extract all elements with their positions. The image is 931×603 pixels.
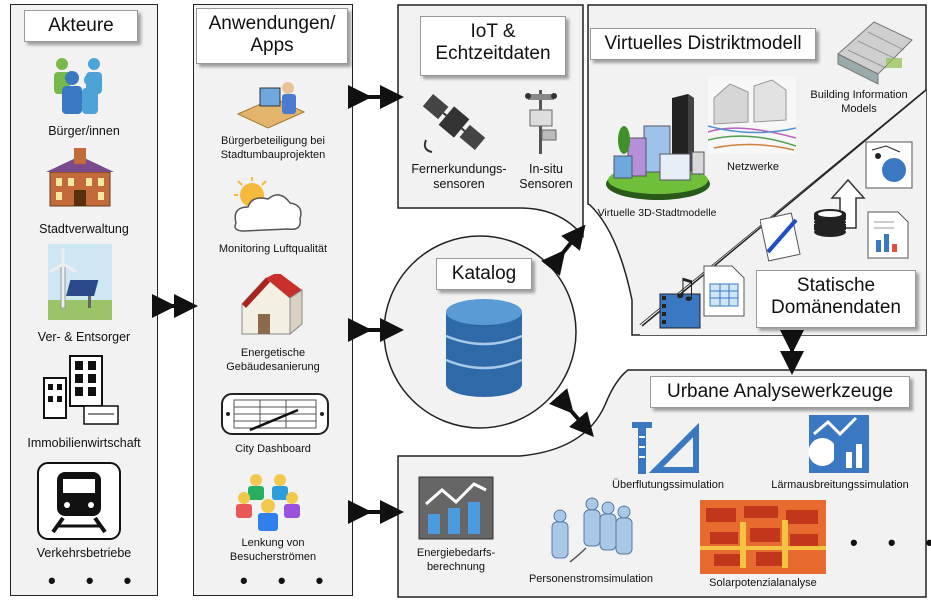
app-label-participation-line2: Stadtumbauprojekten — [220, 149, 326, 161]
media-icon: ♫ — [659, 274, 701, 329]
people-flow-label: Personenstromsimulation — [528, 573, 654, 585]
app-label-participation: Bürgerbeteiligung bei Stadtumbauprojekte… — [193, 134, 353, 162]
city-hall-icon — [46, 148, 114, 207]
static-data-title: Statische Domänendaten — [756, 270, 916, 328]
actors-title: Akteure — [24, 10, 138, 42]
database-stack-icon — [814, 209, 846, 237]
iot-title: IoT & Echtzeitdaten — [420, 16, 566, 76]
actor-label-utilities: Ver- & Entsorger — [37, 330, 131, 344]
analysis-title: Urbane Analysewerkzeuge — [650, 376, 910, 408]
static-data-title-line1: Statische — [796, 275, 876, 296]
flood-simulation-label: Überflutungssimulation — [612, 479, 724, 491]
actors-more: • • • — [48, 568, 144, 593]
catalog-title: Katalog — [436, 258, 532, 290]
bim-label-line1: Building Information — [810, 89, 908, 101]
app-label-air-quality: Monitoring Luftqualität — [218, 243, 328, 255]
city-3d-label: Virtuelle 3D-Stadtmodelle — [597, 207, 717, 219]
real-estate-icon — [43, 355, 119, 425]
document-pen-icon — [760, 212, 801, 262]
energy-demand-icon — [418, 476, 494, 540]
energy-demand-label: Energiebedarfs- berechnung — [400, 546, 512, 574]
energy-demand-label-line1: Energiebedarfs- — [416, 547, 496, 559]
apps-title-line2: Apps — [250, 35, 294, 56]
air-quality-icon — [234, 177, 302, 232]
app-label-visitor-flow-line2: Besucherströmen — [229, 551, 317, 563]
spreadsheet-icon — [703, 265, 745, 317]
bim-icon — [837, 21, 913, 85]
noise-simulation-icon — [808, 415, 869, 473]
apps-title: Anwendungen/ Apps — [196, 8, 348, 64]
energy-demand-label-line2: berechnung — [426, 561, 486, 573]
app-label-visitor-flow: Lenkung von Besucherströmen — [193, 536, 353, 564]
app-label-dashboard: City Dashboard — [235, 443, 311, 455]
iot-title-line2: Echtzeitdaten — [435, 43, 551, 64]
people-flow-icon — [551, 497, 633, 563]
insitu-sensors-label: In-situ Sensoren — [512, 162, 580, 192]
report-chart-icon — [867, 211, 909, 259]
utility-icon — [48, 244, 112, 320]
remote-sensors-label-line1: Fernerkundungs- — [411, 162, 507, 176]
building-renovation-icon — [241, 274, 303, 336]
actor-label-real-estate: Immobilienwirtschaft — [27, 436, 141, 450]
train-icon — [37, 462, 121, 540]
actor-label-citizens: Bürger/innen — [48, 124, 120, 138]
flood-simulation-icon — [632, 422, 699, 474]
static-data-title-line2: Domänendaten — [771, 297, 901, 318]
solar-analysis-icon — [700, 500, 826, 574]
insitu-sensors-label-line2: Sensoren — [519, 177, 573, 191]
insitu-sensors-label-line1: In-situ — [528, 162, 564, 176]
participation-icon — [236, 82, 306, 129]
dashboard-icon — [221, 393, 329, 435]
district-title: Virtuelles Distriktmodell — [590, 28, 816, 60]
app-label-renovation: Energetische Gebäudesanierung — [193, 346, 353, 374]
bim-label-line2: Models — [841, 103, 877, 115]
app-label-participation-line1: Bürgerbeteiligung bei — [221, 135, 325, 147]
analysis-more: • • • — [850, 530, 931, 555]
weather-station-icon — [525, 90, 557, 154]
apps-more: • • • — [240, 568, 336, 593]
actor-label-city-administration: Stadtverwaltung — [39, 222, 129, 236]
dot-chart-icon — [865, 141, 913, 189]
remote-sensors-label-line2: sensoren — [433, 177, 485, 191]
solar-analysis-label: Solarpotenzialanalyse — [709, 577, 817, 589]
app-label-visitor-flow-line1: Lenkung von — [241, 537, 305, 549]
city-3d-icon — [606, 94, 710, 200]
iot-title-line1: IoT & — [470, 21, 516, 42]
database-icon — [445, 299, 523, 397]
svg-text:♫: ♫ — [672, 274, 697, 305]
networks-icon — [708, 76, 796, 154]
citizens-icon — [54, 58, 102, 114]
satellite-icon — [422, 94, 486, 153]
apps-title-line1: Anwendungen/ — [208, 13, 336, 34]
app-label-renovation-line1: Energetische — [240, 347, 306, 359]
app-label-renovation-line2: Gebäudesanierung — [226, 361, 320, 373]
actor-label-transport: Verkehrsbetriebe — [36, 546, 132, 560]
remote-sensors-label: Fernerkundungs- sensoren — [400, 162, 518, 192]
noise-simulation-label: Lärmausbreitungssimulation — [771, 479, 909, 491]
networks-label: Netzwerke — [727, 161, 779, 173]
visitor-flow-icon — [236, 474, 300, 531]
bim-label: Building Information Models — [796, 88, 922, 116]
